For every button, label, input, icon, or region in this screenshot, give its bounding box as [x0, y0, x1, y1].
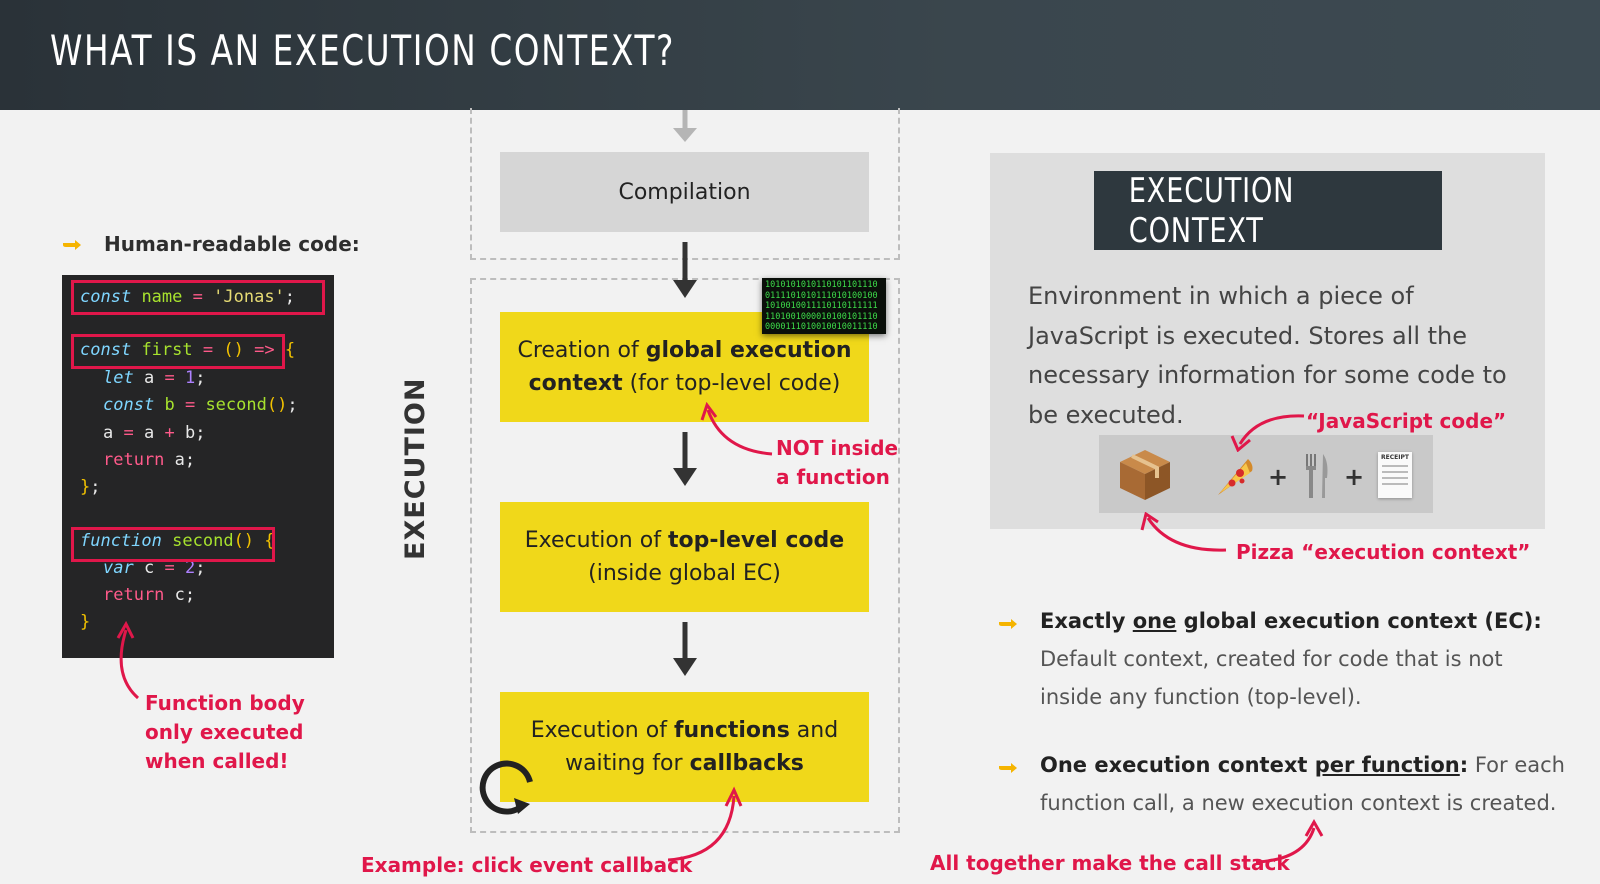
- curved-arrow-icon: [1230, 414, 1305, 452]
- plus-sign: +: [1268, 463, 1289, 491]
- curved-arrow-icon: [1140, 512, 1227, 552]
- loop-icon: [479, 760, 533, 815]
- global-ec-creation-box: Creation of global execution context (fo…: [500, 312, 869, 422]
- code-line: }: [80, 612, 91, 632]
- pizza-icon: [1218, 459, 1253, 495]
- highlight-box: [71, 334, 285, 369]
- ec-description: Environment in which a piece of JavaScri…: [1028, 282, 1507, 429]
- receipt-icon: RECEIPT: [1378, 452, 1412, 498]
- code-panel: const name = 'Jonas'; const first = () =…: [62, 275, 334, 658]
- curved-arrow-icon: [668, 786, 743, 862]
- pointing-hand-icon: [62, 234, 84, 258]
- pizza-ec-label: Pizza “execution context”: [1236, 540, 1531, 564]
- functions-execution-box: Execution of functions and waiting for c…: [500, 692, 869, 802]
- code-line: const b = second();: [103, 395, 298, 415]
- down-arrow-icon: [673, 432, 697, 486]
- curved-arrow-icon: [116, 620, 140, 700]
- execution-vertical-label: EXECUTION: [400, 377, 431, 560]
- page-title: WHAT IS AN EXECUTION CONTEXT?: [50, 26, 675, 75]
- call-stack-note: All together make the call stack: [930, 851, 1290, 875]
- curved-arrow-icon: [1256, 818, 1324, 864]
- plus-sign: +: [1344, 463, 1365, 491]
- down-arrow-icon: [673, 622, 697, 676]
- pointing-hand-icon: [999, 619, 1017, 629]
- top-level-execution-box: Execution of top-level code (inside glob…: [500, 502, 869, 612]
- js-code-label: “JavaScript code”: [1306, 409, 1507, 433]
- code-line: a = a + b;: [103, 423, 206, 443]
- code-line: const name = 'Jonas';: [80, 287, 296, 307]
- code-line: const first = () => {: [80, 340, 296, 360]
- highlight-box: [71, 527, 275, 562]
- ec-title: EXECUTION CONTEXT: [1094, 171, 1442, 251]
- bullet-per-function: One execution context per function: For …: [1040, 753, 1565, 815]
- highlight-box: [71, 280, 325, 315]
- bullet-global-ec: Exactly one global execution context (EC…: [1040, 609, 1542, 709]
- fork-knife-icon: [1306, 454, 1328, 498]
- curved-arrow-icon: [700, 402, 773, 456]
- code-line: let a = 1;: [103, 368, 206, 388]
- code-line: return c;: [103, 585, 196, 605]
- box-icon: [1120, 450, 1170, 500]
- code-line: return a;: [103, 450, 196, 470]
- code-line: var c = 2;: [103, 558, 206, 578]
- header-bar: WHAT IS AN EXECUTION CONTEXT?: [0, 0, 1600, 110]
- code-line: function second() {: [80, 531, 275, 551]
- compilation-box: Compilation: [500, 152, 869, 232]
- code-line: };: [80, 477, 101, 497]
- down-arrow-icon: [673, 110, 697, 142]
- pointing-hand-icon: [999, 763, 1017, 773]
- click-event-example: Example: click event callback: [361, 853, 693, 877]
- down-arrow-icon: [673, 242, 697, 298]
- code-heading: Human-readable code:: [104, 232, 360, 256]
